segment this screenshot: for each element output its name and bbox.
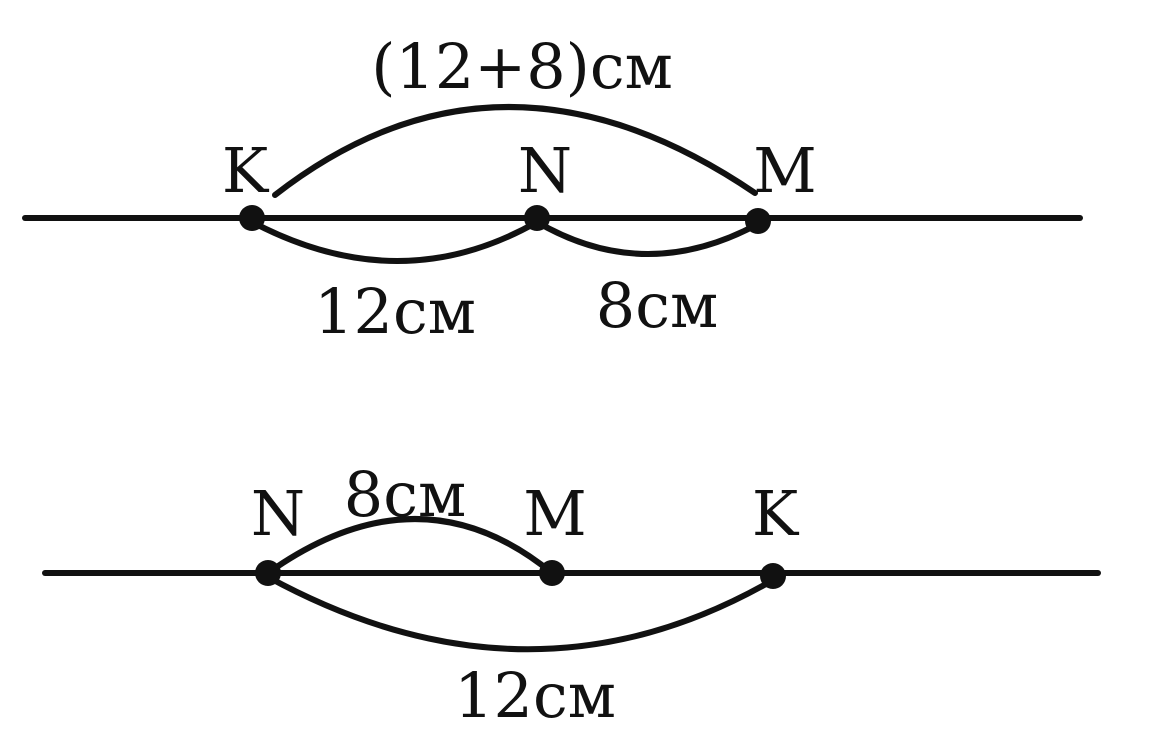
arc-kn bbox=[249, 219, 540, 264]
point-k bbox=[760, 563, 786, 589]
point-m bbox=[745, 208, 771, 234]
label-m: M bbox=[753, 134, 816, 207]
segment-nk-label: 12см bbox=[454, 659, 616, 732]
point-n bbox=[255, 560, 281, 586]
diagram-2: N M K 8см 12см bbox=[42, 458, 1101, 732]
point-n bbox=[524, 205, 550, 231]
arc-nm bbox=[534, 219, 761, 257]
arc-nk bbox=[265, 574, 776, 653]
point-k bbox=[239, 205, 265, 231]
point-m bbox=[539, 560, 565, 586]
segment-kn-label: 12см bbox=[314, 275, 476, 348]
label-n: N bbox=[251, 477, 305, 550]
diagram-1: (12+8)см K N M 12см 8см bbox=[22, 30, 1083, 348]
label-m: M bbox=[523, 477, 586, 550]
label-n: N bbox=[518, 134, 572, 207]
label-k: K bbox=[222, 134, 270, 207]
total-label: (12+8)см bbox=[371, 30, 673, 103]
arc-km bbox=[272, 104, 758, 198]
arc-nm bbox=[265, 516, 555, 576]
segment-nm-label: 8см bbox=[344, 458, 466, 531]
label-k: K bbox=[752, 477, 800, 550]
segment-nm-label: 8см bbox=[596, 269, 718, 342]
